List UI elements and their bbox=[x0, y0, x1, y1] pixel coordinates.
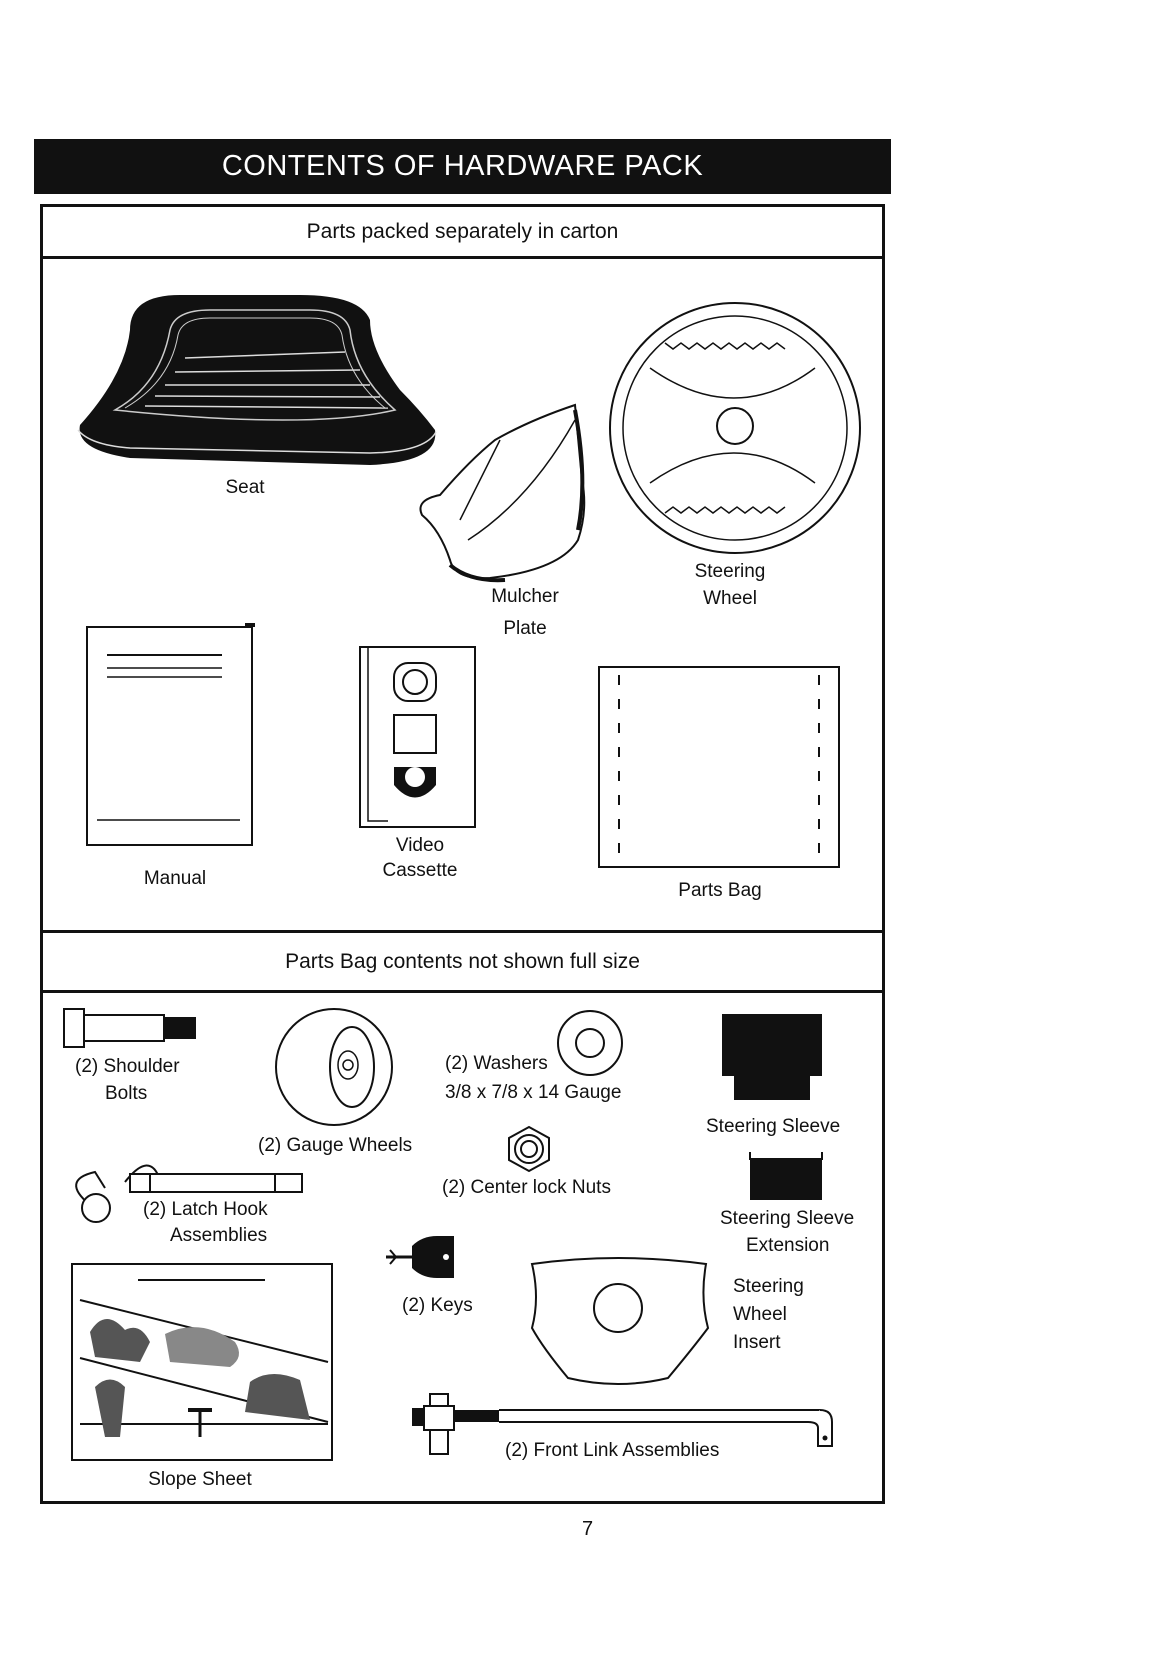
parts-bag-section-heading: Parts Bag contents not shown full size bbox=[285, 950, 640, 973]
latch-hook-label-line2: Assemblies bbox=[170, 1225, 268, 1246]
steering-sleeve-label: Steering Sleeve bbox=[706, 1116, 841, 1137]
steering-sleeve-extension-label-line2: Extension bbox=[746, 1235, 830, 1256]
steering-wheel-insert-illustration bbox=[530, 1257, 710, 1385]
video-cassette-illustration bbox=[359, 646, 476, 828]
shoulder-bolts-label-line1: (2) Shoulder bbox=[75, 1056, 180, 1077]
contents-frame bbox=[40, 204, 885, 1504]
key-illustration bbox=[386, 1236, 454, 1278]
shoulder-bolts-label-line2: Bolts bbox=[105, 1083, 148, 1104]
slope-sheet-illustration bbox=[71, 1263, 333, 1461]
washer-illustration bbox=[557, 1010, 623, 1076]
divider bbox=[43, 256, 882, 259]
mulcher-plate-label-line2: Plate bbox=[503, 618, 547, 639]
parts-bag-illustration bbox=[598, 666, 840, 868]
front-link-label: (2) Front Link Assemblies bbox=[505, 1440, 720, 1461]
steering-wheel-label-line2: Wheel bbox=[703, 588, 757, 609]
steering-wheel-insert-label-line1: Steering bbox=[733, 1276, 804, 1297]
parts-bag-label: Parts Bag bbox=[678, 880, 762, 901]
washers-label-line1: (2) Washers bbox=[445, 1053, 548, 1074]
steering-wheel-insert-label-line2: Wheel bbox=[733, 1304, 787, 1325]
steering-sleeve-extension-illustration bbox=[749, 1152, 823, 1200]
carton-section-heading: Parts packed separately in carton bbox=[306, 220, 619, 243]
center-lock-nut-illustration bbox=[508, 1125, 550, 1173]
seat-label: Seat bbox=[225, 477, 265, 498]
center-lock-nuts-label: (2) Center lock Nuts bbox=[442, 1177, 611, 1198]
video-cassette-label-line1: Video bbox=[395, 835, 445, 856]
keys-label: (2) Keys bbox=[402, 1295, 473, 1316]
manual-label: Manual bbox=[143, 868, 207, 889]
seat-illustration bbox=[77, 295, 437, 465]
washers-label-line2: 3/8 x 7/8 x 14 Gauge bbox=[445, 1082, 622, 1103]
latch-hook-illustration bbox=[75, 1164, 303, 1223]
gauge-wheel-illustration bbox=[275, 1008, 393, 1126]
steering-wheel-label-line1: Steering bbox=[694, 561, 766, 582]
latch-hook-label-line1: (2) Latch Hook bbox=[143, 1199, 268, 1220]
divider bbox=[43, 930, 882, 933]
mulcher-plate-label-line1: Mulcher bbox=[491, 586, 559, 607]
steering-wheel-illustration bbox=[609, 302, 861, 554]
page-title-banner: CONTENTS OF HARDWARE PACK bbox=[34, 139, 891, 194]
slope-sheet-label: Slope Sheet bbox=[148, 1469, 252, 1490]
manual-illustration bbox=[86, 623, 255, 846]
divider bbox=[43, 990, 882, 993]
shoulder-bolt-illustration bbox=[63, 1008, 196, 1048]
steering-sleeve-illustration bbox=[722, 1014, 822, 1100]
front-link-illustration bbox=[412, 1393, 833, 1455]
gauge-wheels-label: (2) Gauge Wheels bbox=[258, 1135, 413, 1156]
video-cassette-label-line2: Cassette bbox=[382, 860, 458, 881]
steering-sleeve-extension-label-line1: Steering Sleeve bbox=[720, 1208, 855, 1229]
steering-wheel-insert-label-line3: Insert bbox=[733, 1332, 781, 1353]
page-number: 7 bbox=[581, 1518, 594, 1540]
mulcher-plate-illustration bbox=[419, 403, 586, 583]
